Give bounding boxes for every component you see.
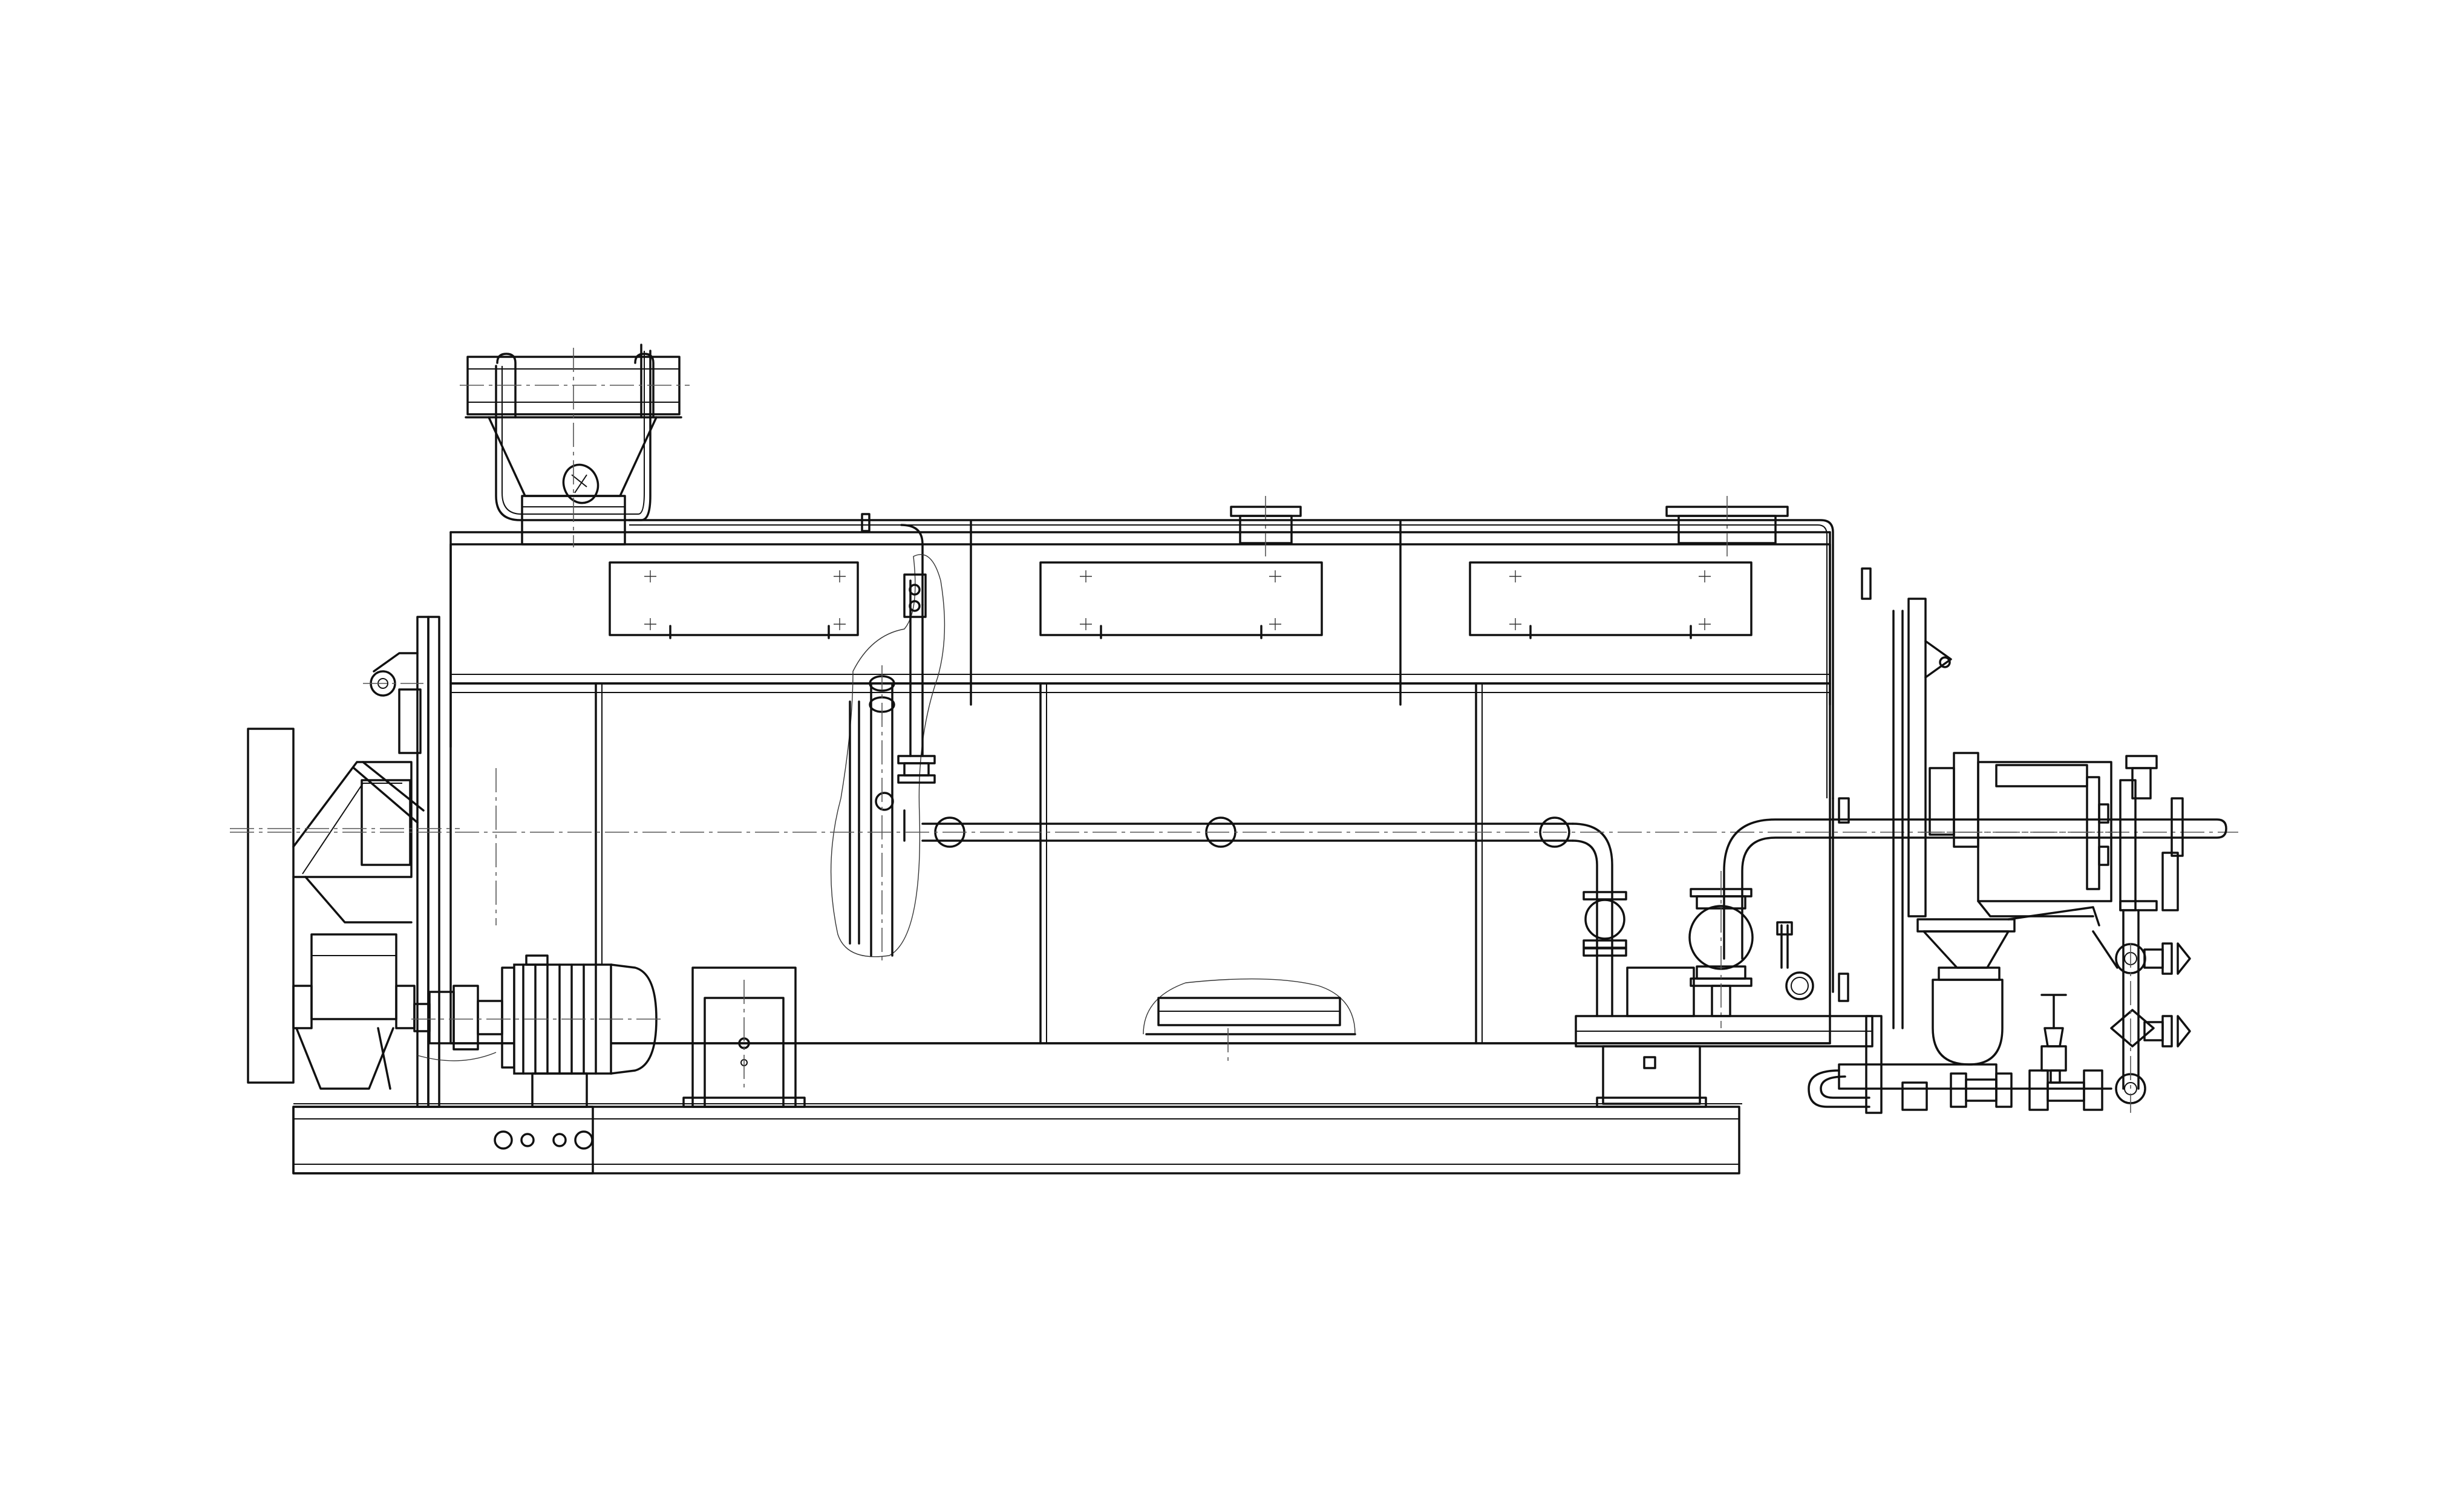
- top-pipe: [628, 513, 1872, 824]
- bearing-support: [682, 966, 806, 1108]
- centerlines: [495, 768, 1229, 1064]
- window-1: [609, 561, 859, 636]
- window-3: [1469, 561, 1753, 636]
- left-end: [363, 616, 440, 1108]
- base-frame: [292, 1103, 1742, 1175]
- window-2: [1039, 561, 1323, 636]
- pipe-joint-3: [1539, 816, 1570, 848]
- right-equipment: [1575, 598, 2227, 1114]
- section-cutaway: [830, 554, 946, 962]
- electric-motor: [411, 954, 665, 1108]
- tank-body: [449, 520, 1831, 1044]
- top-flanges: [1230, 496, 1789, 556]
- bottom-access: [1143, 978, 1356, 1035]
- inspection-windows: [609, 561, 1753, 639]
- feed-hopper: [460, 344, 690, 547]
- base-bolt-holes: [494, 1130, 593, 1150]
- drive-unit: [230, 728, 460, 1090]
